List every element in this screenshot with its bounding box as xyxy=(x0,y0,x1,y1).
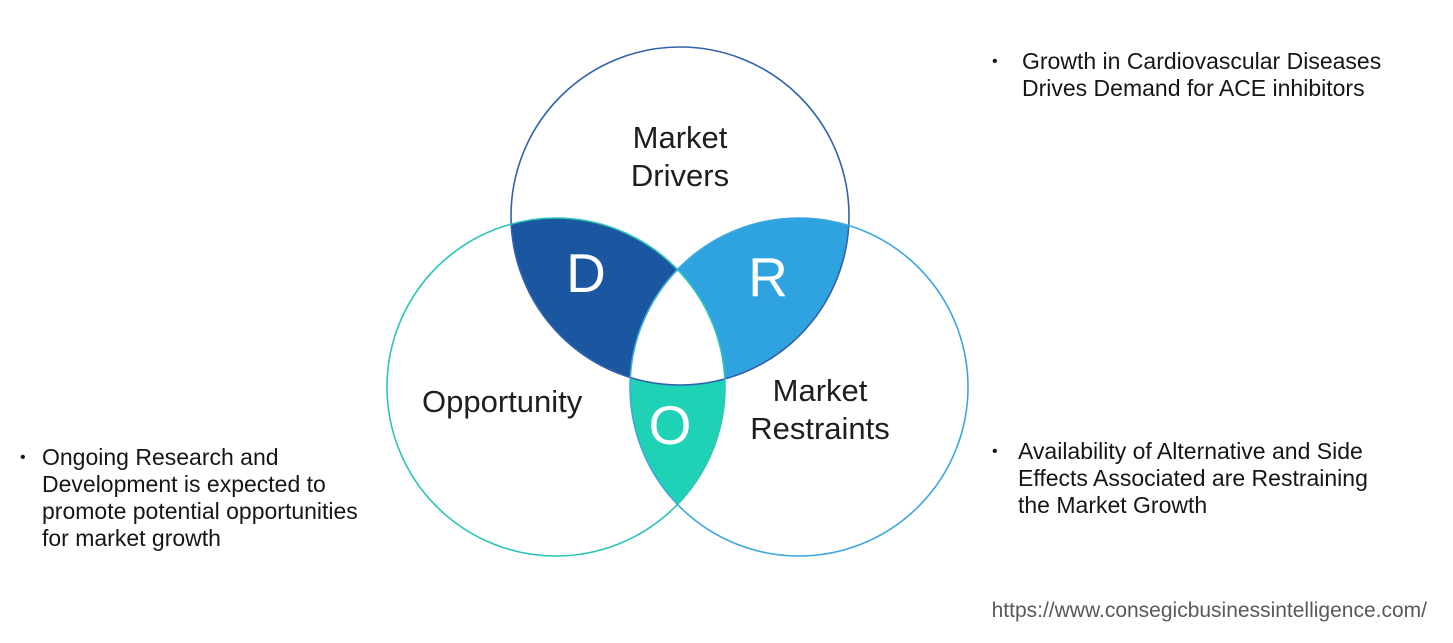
restraints-circle-outline xyxy=(629,217,969,557)
restraints-circle-label: Market Restraints xyxy=(750,373,890,446)
region-r-fill xyxy=(630,218,849,385)
region-d-fill xyxy=(511,218,725,385)
bullet-icon: • xyxy=(992,443,998,460)
drivers-circle-label: Market Drivers xyxy=(630,120,730,193)
o-region-letter: O xyxy=(648,394,692,456)
bullet-icon: • xyxy=(992,53,998,70)
drivers-note-text: Growth in Cardiovascular Diseases Drives… xyxy=(1022,48,1382,101)
source-url: https://www.consegicbusinessintelligence… xyxy=(991,599,1427,622)
restraints-note-text: Availability of Alternative and Side Eff… xyxy=(1018,438,1368,518)
opportunity-circle-outline xyxy=(386,217,726,557)
d-region-letter: D xyxy=(566,242,606,304)
drivers-note: • Growth in Cardiovascular Diseases Driv… xyxy=(992,48,1412,102)
r-region-letter: R xyxy=(748,246,788,308)
opportunity-circle-label: Opportunity xyxy=(422,384,583,419)
opportunity-note: • Ongoing Research and Development is ex… xyxy=(20,444,410,552)
drivers-circle-outline xyxy=(510,46,850,386)
opportunity-note-text: Ongoing Research and Development is expe… xyxy=(42,444,358,551)
bullet-icon: • xyxy=(20,449,26,466)
restraints-note: • Availability of Alternative and Side E… xyxy=(992,438,1412,519)
